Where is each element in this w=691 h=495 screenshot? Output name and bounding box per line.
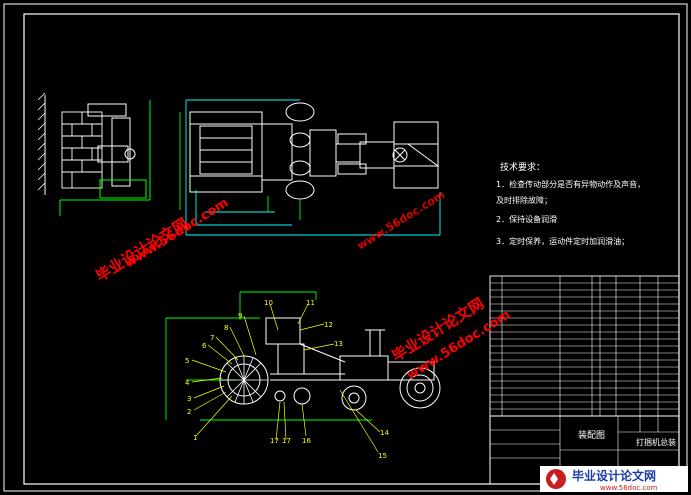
dimension-lines xyxy=(185,99,441,236)
part-label: 2 xyxy=(187,408,191,416)
part-label: 9 xyxy=(238,312,242,320)
tech-requirements: 技术要求： 1．检查传动部分是否有异物动作及声音， 及时排除故障； 2．保持设备… xyxy=(496,161,645,246)
watermark-url: www.56doc.com xyxy=(355,188,448,253)
part-label: 1 xyxy=(193,434,197,442)
part-label: 3 xyxy=(187,395,191,403)
part-label: 10 xyxy=(264,299,273,307)
product-name: 打捆机总装 xyxy=(636,437,676,447)
part-label: 14 xyxy=(380,429,389,437)
leader-lines xyxy=(191,303,381,453)
tech-line-2: 2．保持设备润滑 xyxy=(496,214,557,224)
site-banner: 毕业设计论文网 www.56doc.com xyxy=(540,466,688,492)
pickup-frame xyxy=(111,117,131,187)
part-label: 5 xyxy=(185,357,189,365)
top-view xyxy=(37,92,441,236)
drawing-name: 装配图 xyxy=(578,429,605,441)
baler-side xyxy=(265,317,346,405)
part-label: 7 xyxy=(210,334,214,342)
tech-line-3: 3．定时保养，运动件定时加润滑油； xyxy=(496,236,629,246)
side-view: 1 2 3 4 5 6 7 8 9 10 11 12 13 14 15 16 1… xyxy=(165,291,441,460)
part-label: 17 xyxy=(270,437,279,445)
part-label: 4 xyxy=(185,379,190,387)
drawing-frame xyxy=(23,13,680,485)
part-label: 6 xyxy=(202,342,207,350)
part-label: 16 xyxy=(302,437,311,445)
tractor xyxy=(339,329,441,411)
parts-list xyxy=(489,275,680,417)
part-label: 13 xyxy=(334,340,343,348)
banner-title: 毕业设计论文网 xyxy=(572,468,656,483)
part-label: 15 xyxy=(378,452,387,460)
watermark-url: www.56doc.com xyxy=(122,195,231,271)
tech-line-1b: 及时排除故障； xyxy=(496,195,552,205)
part-label: 11 xyxy=(306,299,315,307)
tech-line-1: 1．检查传动部分是否有异物动作及声音， xyxy=(496,179,645,189)
tech-heading: 技术要求： xyxy=(500,161,545,173)
drive-hub xyxy=(124,148,136,160)
part-labels: 1 2 3 4 5 6 7 8 9 10 11 12 13 14 15 16 1… xyxy=(185,299,389,460)
watermarks: 毕业设计论文网 www.56doc.com 毕业设计论文网 www.56doc.… xyxy=(93,188,514,383)
sheet-border xyxy=(3,3,688,492)
part-label: 8 xyxy=(224,324,228,332)
part-label: 12 xyxy=(324,321,333,329)
baler-top xyxy=(189,102,439,200)
pickup-head xyxy=(87,103,127,117)
bale-stack xyxy=(61,111,103,189)
part-label: 17 xyxy=(282,437,291,445)
banner-url: www.56doc.com xyxy=(600,484,658,492)
outline-box xyxy=(99,179,147,199)
